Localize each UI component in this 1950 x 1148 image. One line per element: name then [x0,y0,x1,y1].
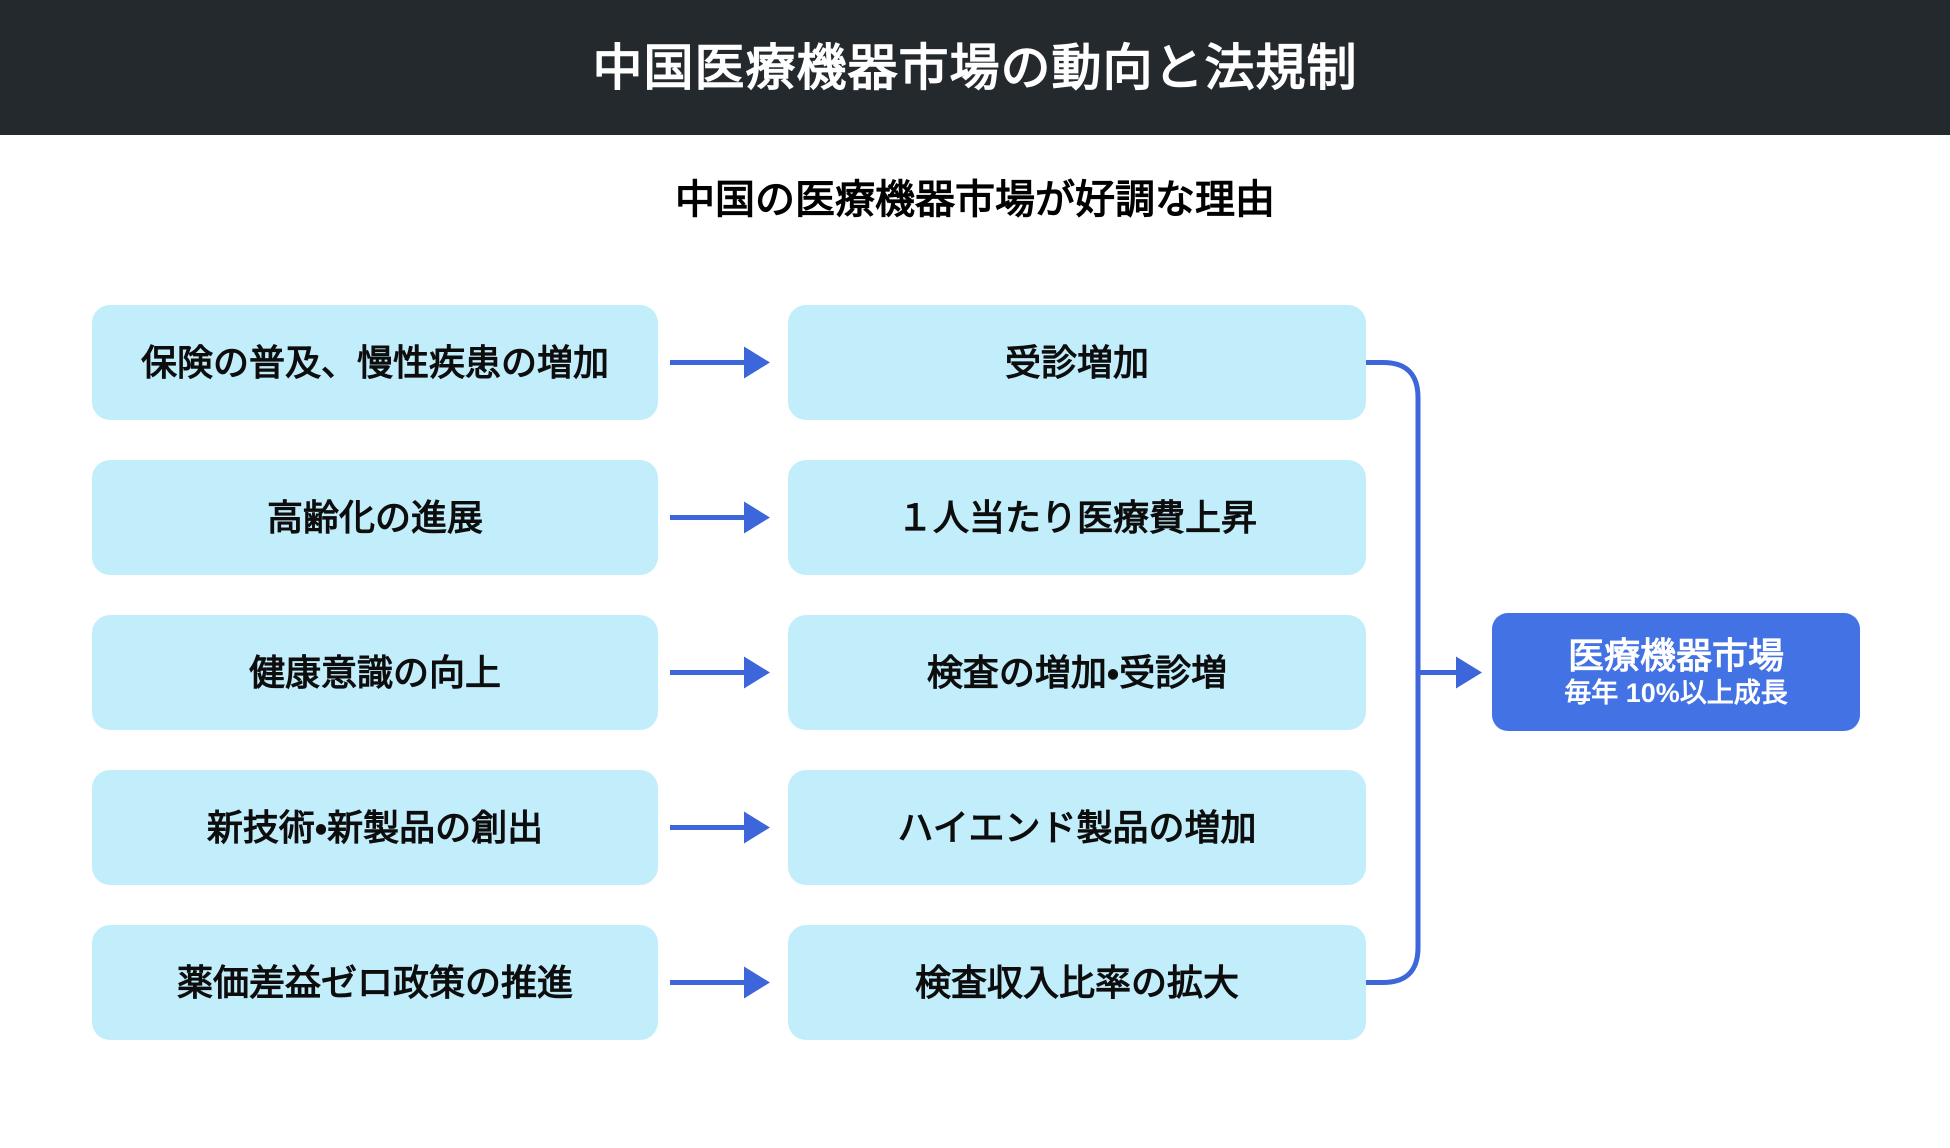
page-title: 中国医療機器市場の動向と法規制 [592,39,1358,96]
result-title: 医療機器市場 [1567,635,1784,677]
arrow-head-icon [744,346,770,379]
cause-label: 健康意識の向上 [248,651,501,693]
flow-arrow-row-5 [670,966,770,999]
arrow-head-icon [1456,656,1482,689]
cause-box-zero-margin-policy: 薬価差益ゼロ政策の推進 [92,925,658,1040]
effect-box-highend-products: ハイエンド製品の増加 [788,770,1366,885]
cause-label: 新技術・新製品の創出 [206,806,544,848]
effect-box-more-visits: 受診増加 [788,305,1366,420]
flow-arrow-row-4 [670,811,770,844]
header-bar: 中国医療機器市場の動向と法規制 [0,0,1950,135]
arrow-head-icon [744,811,770,844]
cause-label: 高齢化の進展 [266,496,483,538]
result-box-medical-device-market: 医療機器市場 毎年 10%以上成長 [1492,613,1860,731]
effect-box-test-revenue: 検査収入比率の拡大 [788,925,1366,1040]
cause-label: 薬価差益ゼロ政策の推進 [176,961,573,1003]
cause-box-aging: 高齢化の進展 [92,460,658,575]
arrow-head-icon [744,656,770,689]
section-subtitle: 中国の医療機器市場が好調な理由 [675,178,1275,222]
cause-label: 保険の普及、慢性疾患の増加 [140,341,609,383]
cause-box-health-awareness: 健康意識の向上 [92,615,658,730]
arrow-head-icon [744,501,770,534]
result-subtitle: 毎年 10%以上成長 [1564,678,1788,709]
result-arrow [1418,656,1482,689]
flow-arrow-row-3 [670,656,770,689]
effect-label: 受診増加 [1004,341,1149,383]
effect-label: １人当たり医療費上昇 [896,496,1257,538]
flow-arrow-row-1 [670,346,770,379]
effect-label: 検査の増加・受診増 [926,651,1228,693]
flow-arrow-row-2 [670,501,770,534]
cause-box-insurance: 保険の普及、慢性疾患の増加 [92,305,658,420]
effect-box-more-tests: 検査の増加・受診増 [788,615,1366,730]
cause-box-new-tech: 新技術・新製品の創出 [92,770,658,885]
merge-bracket-line [1366,360,1421,985]
effect-box-cost-per-capita: １人当たり医療費上昇 [788,460,1366,575]
effect-label: 検査収入比率の拡大 [914,961,1239,1003]
arrow-head-icon [744,966,770,999]
effect-label: ハイエンド製品の増加 [897,806,1257,848]
